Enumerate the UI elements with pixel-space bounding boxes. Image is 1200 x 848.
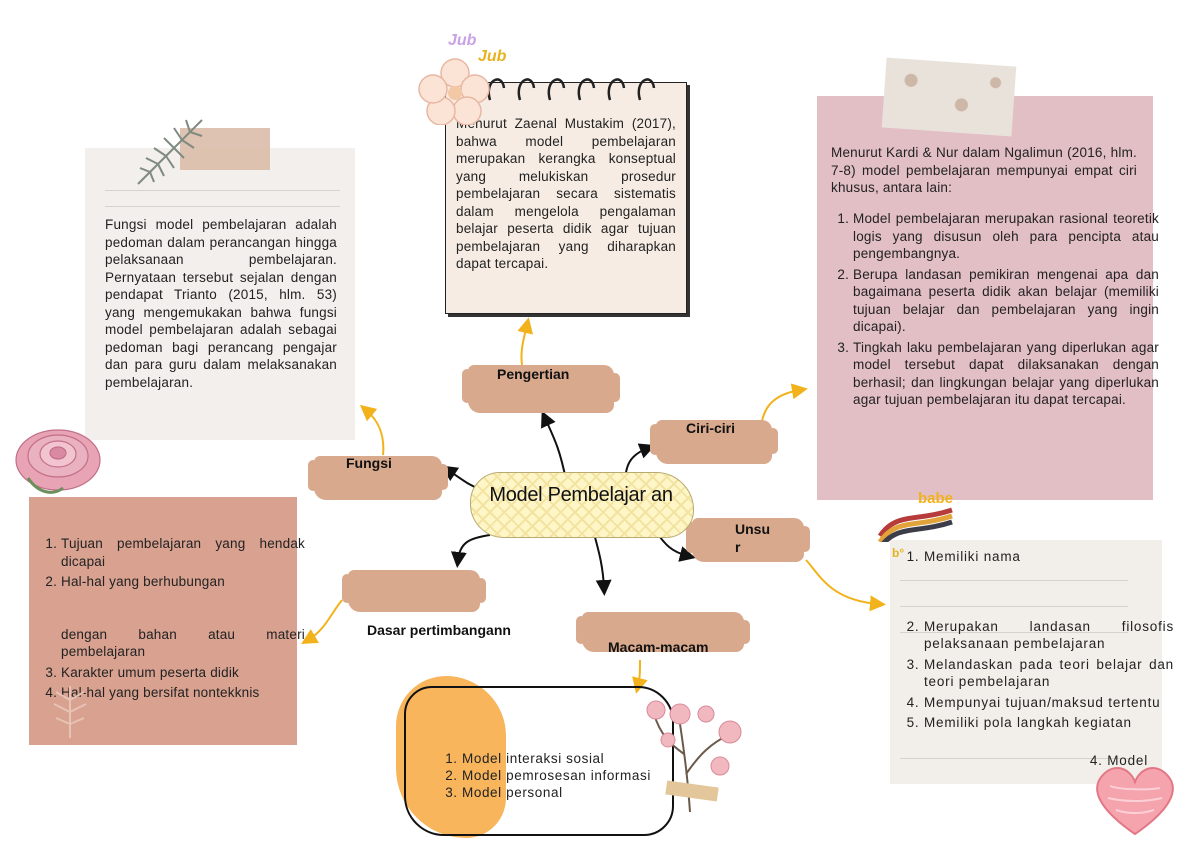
- rainbow-icon: [877, 507, 953, 542]
- ciri-item: Model pembelajaran merupakan rasional te…: [853, 210, 1159, 263]
- spiral-rings: [487, 78, 656, 101]
- unsur-note: Memiliki nama Merupakan landasan filosof…: [890, 540, 1173, 784]
- unsur-item: Memiliki pola langkah kegiatan: [924, 714, 1174, 732]
- macam-note: Model interaksi sosial Model pemrosesan …: [404, 686, 674, 836]
- ciri-item: Tingkah laku pembelajaran yang diperluka…: [853, 339, 1159, 409]
- note-rule: [900, 632, 1128, 633]
- unsur-item: Melandaskan pada teori belajar dan teori…: [924, 656, 1174, 691]
- babe-sticker: babe: [918, 490, 954, 507]
- note-rule: [900, 606, 1128, 607]
- floral-tape: [881, 57, 1017, 137]
- dasar-item-part: dengan bahan atau materi pembelajaran: [61, 626, 305, 660]
- macam-item: Model personal: [462, 784, 678, 801]
- pengertian-text: Menurut Zaenal Mustakim (2017), bahwa mo…: [456, 116, 676, 271]
- ciri-list: Model pembelajaran merupakan rasional te…: [831, 210, 1159, 412]
- peach-flower-icon: [418, 58, 490, 125]
- node-unsur-label: Unsu r: [735, 520, 770, 556]
- node-ciri[interactable]: [650, 420, 778, 464]
- note-rule: [900, 758, 1128, 759]
- node-fungsi-label: Fungsi: [346, 455, 392, 471]
- arrow-macam-note: [632, 659, 648, 694]
- dasar-item: Hal-hal yang berhubungan dengan bahan at…: [61, 573, 305, 661]
- node-unsur-text: r: [735, 539, 741, 555]
- center-node[interactable]: [470, 472, 694, 538]
- arrow-fungsi-note: [359, 404, 385, 456]
- node-ciri-label: Ciri-ciri: [686, 420, 736, 436]
- node-pengertian[interactable]: [462, 365, 620, 413]
- arrow-center-macam: [592, 529, 612, 596]
- dasar-list: Tujuan pembelajaran yang hendak dicapai …: [39, 535, 305, 705]
- fungsi-note: Fungsi model pembelajaran adalah pedoman…: [85, 148, 355, 440]
- node-fungsi[interactable]: [308, 456, 448, 500]
- arrow-dasar-note: [301, 599, 343, 645]
- unsur-list: Memiliki nama Merupakan landasan filosof…: [902, 548, 1174, 735]
- arrow-center-pengertian: [541, 410, 567, 481]
- node-dasar[interactable]: [342, 570, 486, 612]
- unsur-trailing: 4. Model: [1089, 753, 1148, 768]
- dasar-note: Tujuan pembelajaran yang hendak dicapai …: [29, 497, 305, 745]
- dasar-item-part: Hal-hal yang berhubungan: [61, 574, 225, 589]
- ciri-item: Berupa landasan pemikiran mengenai apa d…: [853, 266, 1159, 336]
- node-dasar-label: Dasar pertimbangann: [367, 622, 511, 638]
- note-rule: [105, 206, 340, 207]
- node-macam[interactable]: [576, 612, 750, 652]
- bo-sticker: b°: [892, 546, 905, 560]
- pengertian-notebook: Menurut Zaenal Mustakim (2017), bahwa mo…: [445, 82, 687, 314]
- arrow-pengertian-note: [517, 317, 533, 366]
- unsur-item: Merupakan landasan filosofis pelaksanaan…: [924, 618, 1174, 653]
- dasar-item: Tujuan pembelajaran yang hendak dicapai: [61, 535, 305, 570]
- leaf-icon: [137, 119, 203, 185]
- jub-sticker-2: Jub: [478, 48, 507, 65]
- note-rule: [900, 580, 1128, 581]
- arrow-unsur-note: [805, 559, 886, 612]
- node-unsur-text: Unsu: [735, 521, 770, 537]
- node-macam-label: Macam-macam: [608, 639, 709, 655]
- dasar-item: Karakter umum peserta didik: [61, 664, 305, 682]
- ciri-note: Menurut Kardi & Nur dalam Ngalimun (2016…: [817, 96, 1159, 500]
- fungsi-text: Fungsi model pembelajaran adalah pedoman…: [105, 217, 337, 390]
- note-rule: [105, 190, 340, 191]
- node-pengertian-label: Pengertian: [497, 366, 570, 382]
- arrow-center-dasar: [450, 534, 491, 568]
- macam-list: Model interaksi sosial Model pemrosesan …: [440, 750, 678, 801]
- dasar-item: Hal-hal yang bersifat nontekknis: [61, 684, 305, 702]
- macam-item: Model interaksi sosial: [462, 750, 678, 767]
- macam-item: Model pemrosesan informasi: [462, 767, 678, 784]
- faded-leaf-icon: [53, 686, 87, 738]
- cherry-blossom-icon: [646, 700, 742, 813]
- tape-strip: [180, 128, 270, 170]
- unsur-item: Memiliki nama: [924, 548, 1174, 566]
- center-title: Model Pembelajar an: [489, 484, 673, 506]
- jub-sticker: Jub: [448, 32, 477, 49]
- node-unsur[interactable]: [686, 518, 810, 562]
- unsur-item: Mempunyai tujuan/maksud tertentu: [924, 694, 1174, 712]
- heart-icon: [1096, 767, 1174, 836]
- ciri-intro: Menurut Kardi & Nur dalam Ngalimun (2016…: [831, 145, 1137, 195]
- pink-peony-icon: [15, 429, 101, 494]
